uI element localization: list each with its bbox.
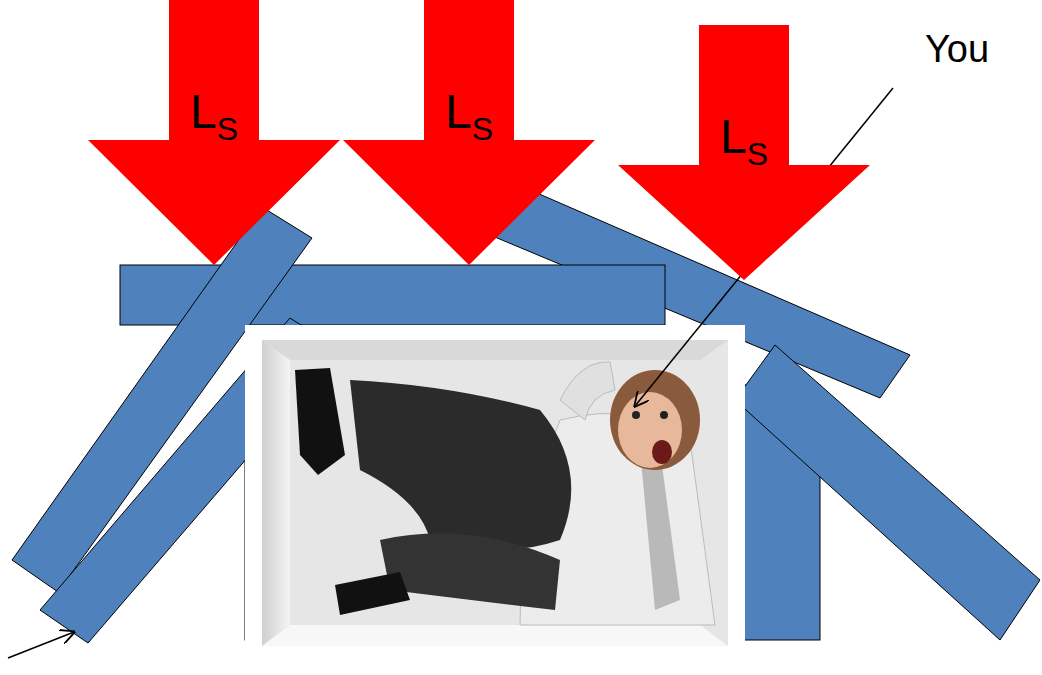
load-symbol: LS (190, 88, 238, 136)
load-subscript: S (472, 111, 493, 147)
load-subscript: S (747, 136, 768, 172)
pointer-arrow (8, 632, 74, 658)
man-in-box (245, 325, 745, 665)
load-letter: L (445, 85, 472, 138)
beam (735, 345, 1040, 640)
load-arrow: LS (343, 0, 595, 265)
load-symbol: LS (445, 88, 493, 136)
load-subscript: S (217, 111, 238, 147)
callout-label: You (925, 30, 989, 68)
load-arrow: LS (618, 25, 870, 280)
load-letter: L (720, 110, 747, 163)
load-symbol: LS (720, 113, 768, 161)
load-arrow: LS (88, 0, 340, 265)
load-letter: L (190, 85, 217, 138)
